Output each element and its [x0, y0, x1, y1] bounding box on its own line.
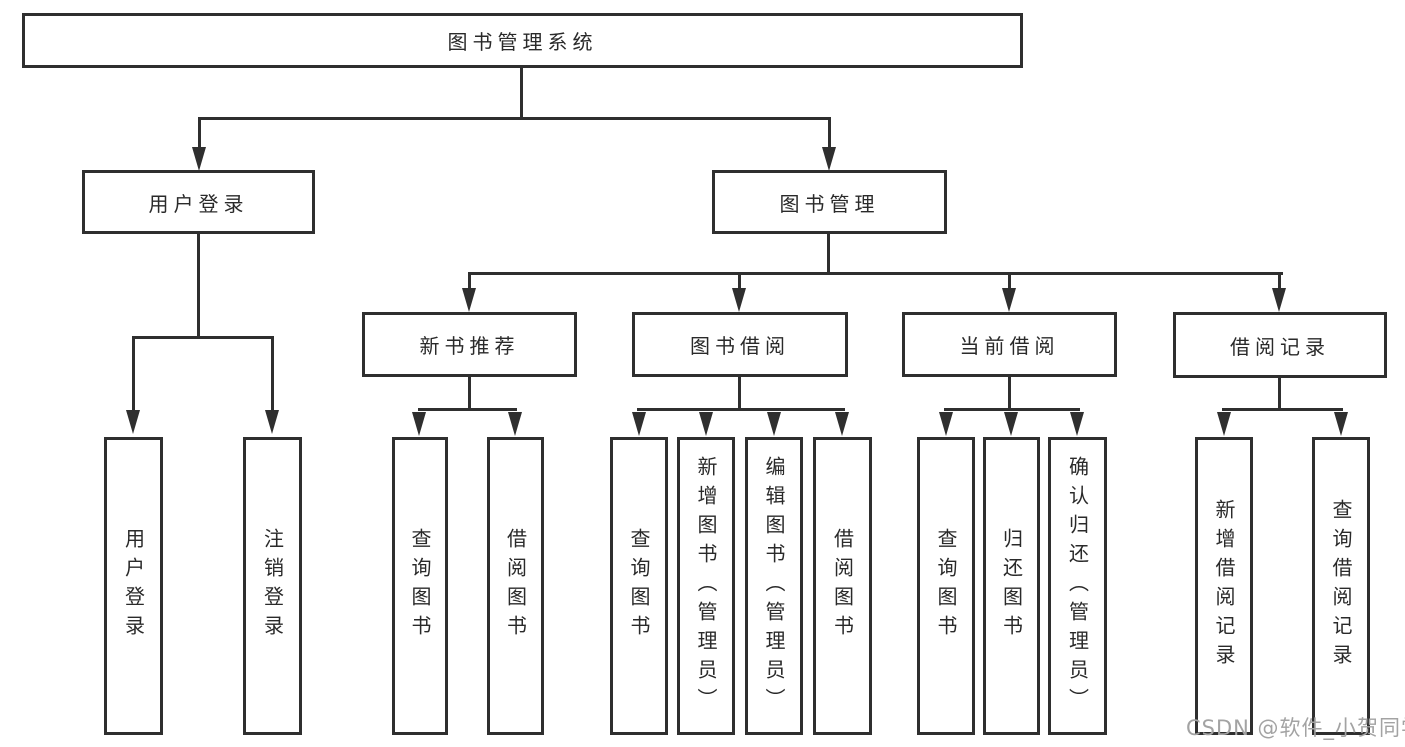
- connector-userlogin-drop: [198, 117, 201, 149]
- leaf-edit-book-admin: 编辑图书（管理员）: [745, 437, 803, 735]
- leaf-add-borrow-record: 新增借阅记录: [1195, 437, 1253, 735]
- leaf-query-books: 查询图书: [392, 437, 448, 735]
- node-borrow-records: 借阅记录: [1173, 312, 1387, 378]
- leaf-return-book: 归还图书: [983, 437, 1040, 735]
- connector-l3-drop: [1008, 272, 1011, 290]
- connector-level3-hline: [468, 272, 1283, 275]
- connector-root-hline: [198, 117, 831, 120]
- leaf-query-books: 查询图书: [610, 437, 668, 735]
- arrow-down-icon: [508, 412, 522, 436]
- arrow-down-icon: [1272, 288, 1286, 312]
- node-current-borrow: 当前借阅: [902, 312, 1117, 377]
- connector-root-vline: [520, 68, 523, 120]
- connector-current-hline: [944, 408, 1080, 411]
- node-root: 图书管理系统: [22, 13, 1023, 68]
- connector-newbook-vline: [468, 377, 471, 411]
- arrow-down-icon: [939, 412, 953, 436]
- csdn-watermark: CSDN @软件_小贺同学: [1186, 716, 1405, 740]
- arrow-down-icon: [1002, 288, 1016, 312]
- connector-borrow-hline: [637, 408, 845, 411]
- connector-records-hline: [1222, 408, 1343, 411]
- leaf-confirm-return-admin: 确认归还（管理员）: [1048, 437, 1107, 735]
- connector-l3-drop: [468, 272, 471, 290]
- connector-records-vline: [1278, 377, 1281, 411]
- connector-bookmgmt-drop: [828, 117, 831, 149]
- arrow-down-icon: [699, 412, 713, 436]
- leaf-query-books: 查询图书: [917, 437, 975, 735]
- connector-l3-drop: [738, 272, 741, 290]
- leaf-user-login: 用户登录: [104, 437, 163, 735]
- leaf-add-book-admin: 新增图书（管理员）: [677, 437, 735, 735]
- arrow-down-icon: [732, 288, 746, 312]
- connector-borrow-vline: [738, 377, 741, 411]
- connector-leaf-drop: [132, 336, 135, 411]
- arrow-down-icon: [412, 412, 426, 436]
- leaf-logout: 注销登录: [243, 437, 302, 735]
- connector-current-vline: [1008, 377, 1011, 411]
- connector-newbook-hline: [418, 408, 517, 411]
- node-new-book-recommend: 新书推荐: [362, 312, 577, 377]
- node-book-management: 图书管理: [712, 170, 947, 234]
- arrow-down-icon: [1217, 412, 1231, 436]
- leaf-borrow-books: 借阅图书: [813, 437, 872, 735]
- connector-leaf-drop: [271, 336, 274, 411]
- arrow-down-icon: [1070, 412, 1084, 436]
- connector-bookmgmt-vline: [827, 234, 830, 275]
- node-user-login: 用户登录: [82, 170, 315, 234]
- arrow-down-icon: [835, 412, 849, 436]
- arrow-down-icon: [632, 412, 646, 436]
- arrow-down-icon: [822, 147, 836, 171]
- arrow-down-icon: [767, 412, 781, 436]
- arrow-down-icon: [265, 410, 279, 434]
- arrow-down-icon: [462, 288, 476, 312]
- arrow-down-icon: [126, 410, 140, 434]
- node-book-borrow: 图书借阅: [632, 312, 848, 377]
- connector-userlogin-vline: [197, 234, 200, 336]
- leaf-query-borrow-record: 查询借阅记录: [1312, 437, 1370, 735]
- arrow-down-icon: [192, 147, 206, 171]
- connector-userlogin-hline: [132, 336, 274, 339]
- arrow-down-icon: [1004, 412, 1018, 436]
- leaf-borrow-books: 借阅图书: [487, 437, 544, 735]
- connector-l3-drop: [1278, 272, 1281, 290]
- arrow-down-icon: [1334, 412, 1348, 436]
